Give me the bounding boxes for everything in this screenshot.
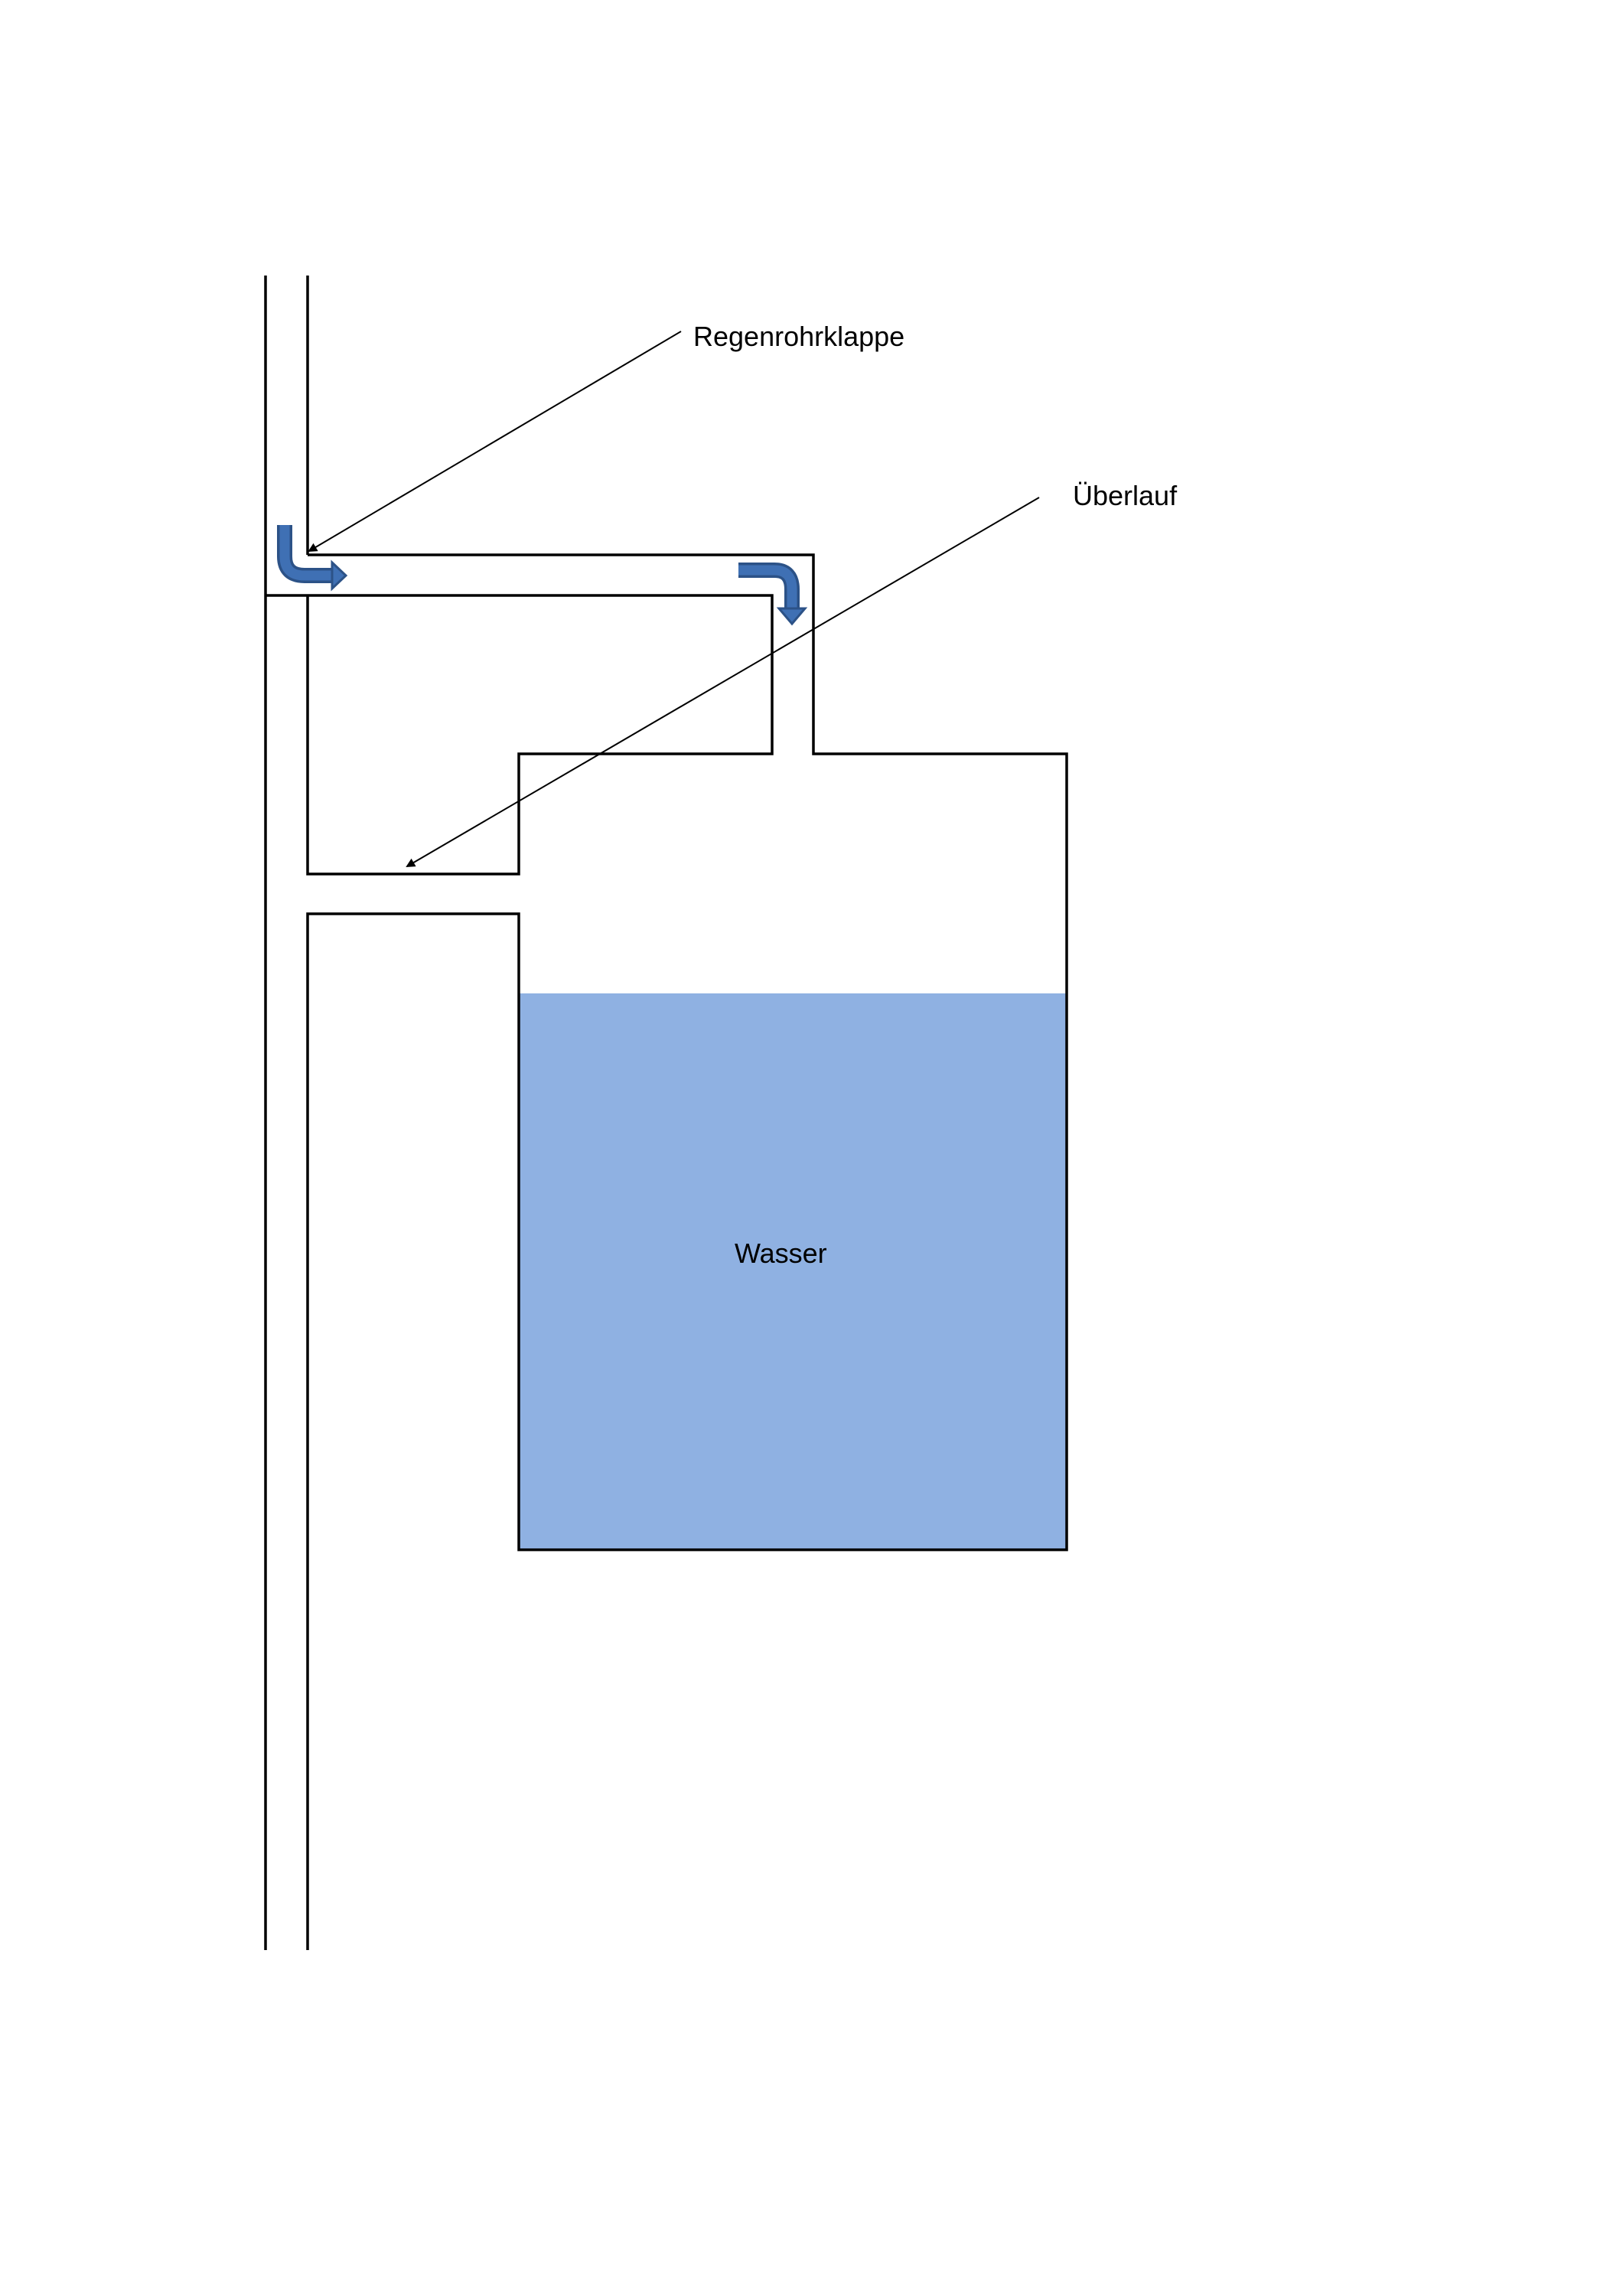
flap-pointer-line: [308, 331, 682, 553]
water-label: Wasser: [735, 1238, 827, 1269]
flow-arrow-into-tank: [738, 563, 808, 626]
flow-arrow-into-diversion: [277, 525, 348, 592]
overflow-pointer-line: [406, 497, 1040, 868]
diversion-pipe-bottom-wall: [266, 594, 774, 876]
water-fill: [519, 993, 1067, 1550]
overflow-label: Überlauf: [1073, 480, 1178, 511]
flap-label: Regenrohrklappe: [693, 321, 904, 352]
diversion-pipe-top-wall: [306, 553, 1068, 1950]
